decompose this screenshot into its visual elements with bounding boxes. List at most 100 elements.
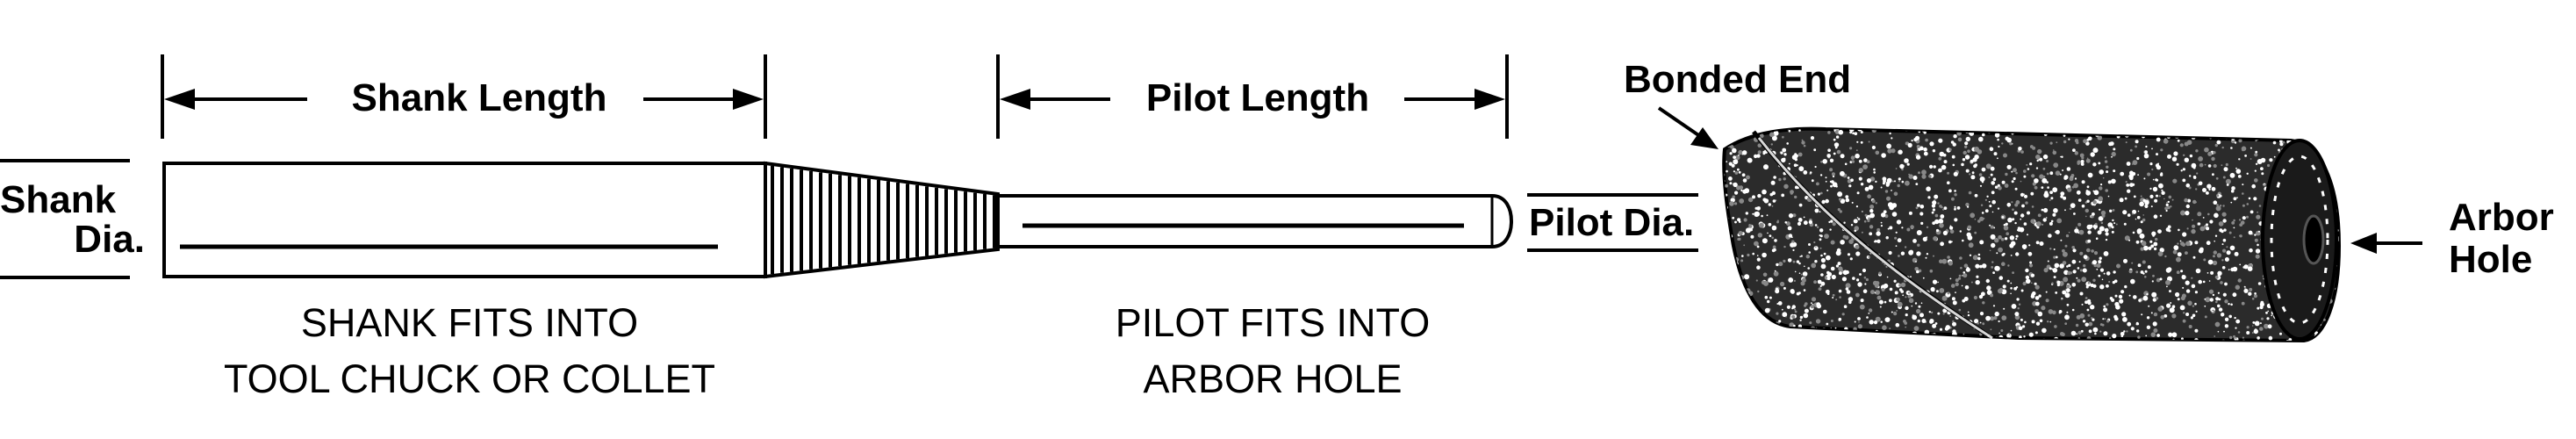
- grit-speck: [1962, 150, 1967, 155]
- bonded-end-label: Bonded End: [1624, 58, 1851, 101]
- grit-speck: [2071, 308, 2075, 312]
- grit-speck: [1937, 312, 1941, 315]
- grit-speck: [1979, 240, 1984, 245]
- grit-speck: [1791, 305, 1797, 309]
- grit-speck: [1831, 172, 1835, 176]
- grit-speck: [1991, 266, 1994, 269]
- grit-speck: [1773, 270, 1779, 277]
- grit-speck: [2144, 276, 2147, 278]
- grit-speck: [1897, 184, 1900, 188]
- grit-speck: [1898, 284, 1902, 287]
- grit-speck: [2212, 310, 2214, 313]
- grit-speck: [2341, 239, 2343, 241]
- grit-speck: [2128, 270, 2133, 274]
- grit-speck: [2182, 168, 2185, 171]
- grit-speck: [2034, 309, 2040, 313]
- grit-speck: [2238, 219, 2242, 221]
- grit-speck: [1990, 173, 1993, 176]
- grit-speck: [2180, 169, 2183, 172]
- grit-speck: [1940, 241, 1945, 247]
- grit-speck: [2171, 156, 2178, 162]
- grit-speck: [2071, 283, 2077, 287]
- grit-speck: [1819, 284, 1822, 287]
- grit-speck: [2219, 205, 2222, 207]
- grit-speck: [2193, 343, 2198, 348]
- grit-speck: [1868, 184, 1874, 191]
- grit-speck: [2192, 255, 2196, 259]
- grit-speck: [2250, 210, 2254, 214]
- arbor-hole-arrowhead: [2350, 233, 2377, 254]
- grit-speck: [1878, 337, 1883, 341]
- grit-speck: [2027, 234, 2028, 236]
- grit-speck: [1906, 227, 1911, 232]
- grit-speck: [2067, 187, 2072, 192]
- grit-speck: [2047, 186, 2049, 189]
- grit-speck: [2197, 212, 2202, 217]
- grit-speck: [1922, 236, 1927, 241]
- grit-speck: [2091, 249, 2094, 253]
- grit-speck: [1933, 165, 1936, 169]
- grit-speck: [1881, 287, 1885, 291]
- grit-speck: [2104, 318, 2106, 320]
- grit-speck: [2063, 175, 2069, 180]
- grit-speck: [2181, 275, 2186, 280]
- grit-speck: [2113, 169, 2116, 173]
- grit-speck: [1998, 235, 2002, 240]
- grit-speck: [2246, 203, 2250, 205]
- grit-speck: [1889, 287, 1893, 291]
- grit-speck: [2242, 216, 2246, 220]
- grit-speck: [1805, 302, 1808, 306]
- grit-speck: [1786, 305, 1790, 309]
- grit-speck: [2009, 243, 2014, 248]
- grit-speck: [2077, 198, 2082, 202]
- grit-speck: [2210, 270, 2214, 275]
- grit-speck: [2060, 332, 2064, 336]
- grit-speck: [1743, 218, 1747, 222]
- grit-speck: [2185, 241, 2191, 247]
- grit-speck: [2250, 158, 2252, 160]
- grit-speck: [2151, 148, 2153, 150]
- grit-speck: [1780, 281, 1785, 287]
- shank-caption-line2: TOOL CHUCK OR COLLET: [224, 356, 715, 401]
- grit-speck: [2060, 191, 2065, 197]
- grit-speck: [1938, 168, 1942, 173]
- grit-speck: [1756, 245, 1760, 248]
- grit-speck: [1834, 130, 1840, 134]
- grit-speck: [1801, 140, 1805, 145]
- pilot-dia-callout: Pilot Dia.: [1527, 193, 1698, 252]
- grit-speck: [1719, 258, 1722, 261]
- grit-speck: [1869, 232, 1873, 236]
- grit-speck: [1764, 307, 1770, 313]
- grit-speck: [1979, 216, 1984, 221]
- grit-speck: [2226, 184, 2229, 186]
- grit-speck: [1897, 301, 1903, 307]
- grit-speck: [2066, 265, 2069, 268]
- grit-speck: [1790, 236, 1793, 239]
- shank-length-arrowhead-left: [164, 89, 195, 110]
- grit-speck: [1879, 306, 1882, 308]
- grit-speck: [2052, 212, 2056, 217]
- grit-speck: [1921, 319, 1927, 323]
- grit-speck: [2012, 208, 2014, 211]
- grit-speck: [1880, 320, 1883, 323]
- grit-speck: [2103, 251, 2109, 256]
- grit-speck: [1839, 198, 1842, 201]
- grit-speck: [1855, 244, 1860, 249]
- grit-speck: [2106, 303, 2109, 306]
- grit-speck: [1945, 325, 1950, 330]
- grit-speck: [2214, 240, 2215, 242]
- grit-speck: [1982, 263, 1987, 269]
- grit-speck: [1755, 342, 1758, 345]
- grit-speck: [2195, 149, 2199, 153]
- grit-speck: [1874, 343, 1878, 348]
- grit-speck: [1900, 290, 1904, 293]
- grit-speck: [1732, 148, 1737, 154]
- grit-speck: [1841, 313, 1845, 316]
- grit-speck: [2037, 340, 2041, 341]
- grit-speck: [2242, 342, 2245, 344]
- grit-speck: [1830, 327, 1833, 329]
- grit-speck: [1771, 191, 1776, 196]
- grit-speck: [1737, 168, 1740, 171]
- grit-speck: [2026, 163, 2028, 166]
- grit-speck: [1985, 315, 1991, 321]
